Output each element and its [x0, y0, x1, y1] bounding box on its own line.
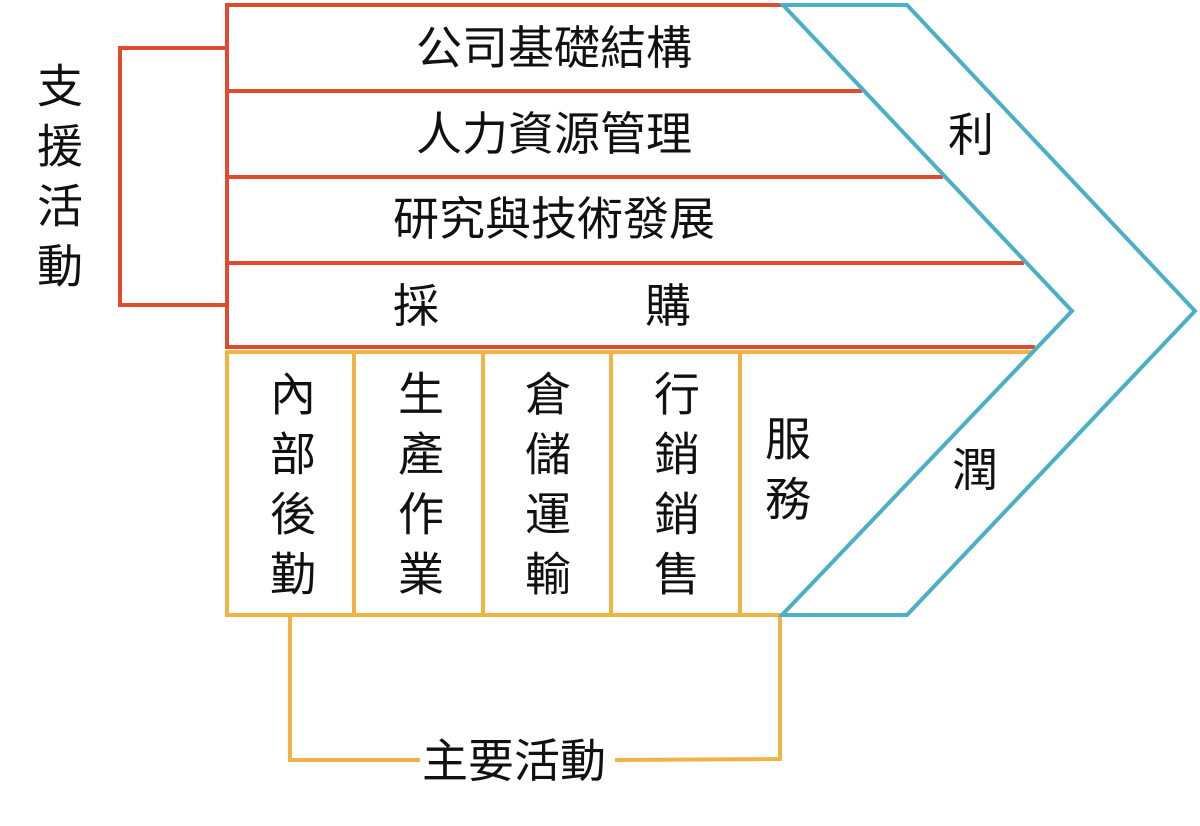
primary-col-service: 服務: [758, 415, 812, 535]
margin-chevron: [777, 3, 1198, 617]
primary-col-marketing-sales: 行銷銷售: [647, 370, 701, 610]
support-row-firm-infrastructure: 公司基礎結構: [416, 21, 692, 75]
primary-bracket-left: [288, 617, 420, 762]
primary-col-operations: 生產作業: [391, 370, 445, 610]
margin-char-bottom: 潤: [952, 443, 998, 497]
margin-char-top: 利: [948, 108, 994, 162]
primary-activities-label: 主要活動: [422, 734, 606, 788]
support-row-procurement-left: 採: [393, 279, 439, 333]
support-bracket: [118, 46, 227, 307]
primary-bracket-right: [614, 617, 782, 762]
support-row-hr-management: 人力資源管理: [416, 107, 692, 161]
support-row-technology-development: 研究與技術發展: [393, 192, 715, 246]
primary-col-outbound-logistics: 倉儲運輸: [518, 370, 572, 610]
support-row-procurement-right: 購: [645, 279, 691, 333]
support-activities-label: 支援活動: [30, 62, 84, 302]
primary-col-inbound-logistics: 內部後勤: [263, 370, 317, 610]
